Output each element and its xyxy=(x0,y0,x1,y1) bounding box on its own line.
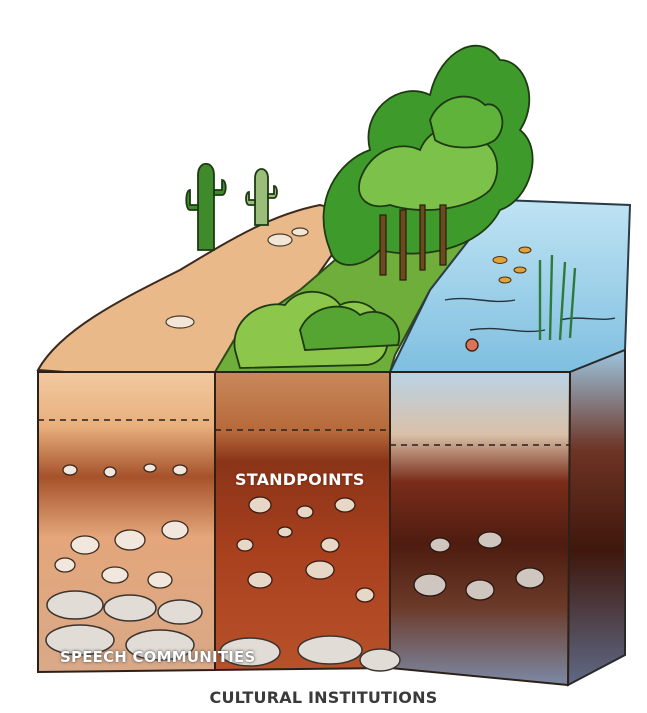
middle-soil-column xyxy=(215,372,390,670)
right-soil-column xyxy=(390,372,570,685)
soil-cross-section xyxy=(38,372,570,685)
speech-communities-label: SPEECH COMMUNITIES xyxy=(60,648,255,666)
cultural-institutions-label: CULTURAL INSTITUTIONS xyxy=(0,688,647,707)
standpoints-label: STANDPOINTS xyxy=(235,470,365,489)
water-side-face xyxy=(568,350,625,685)
